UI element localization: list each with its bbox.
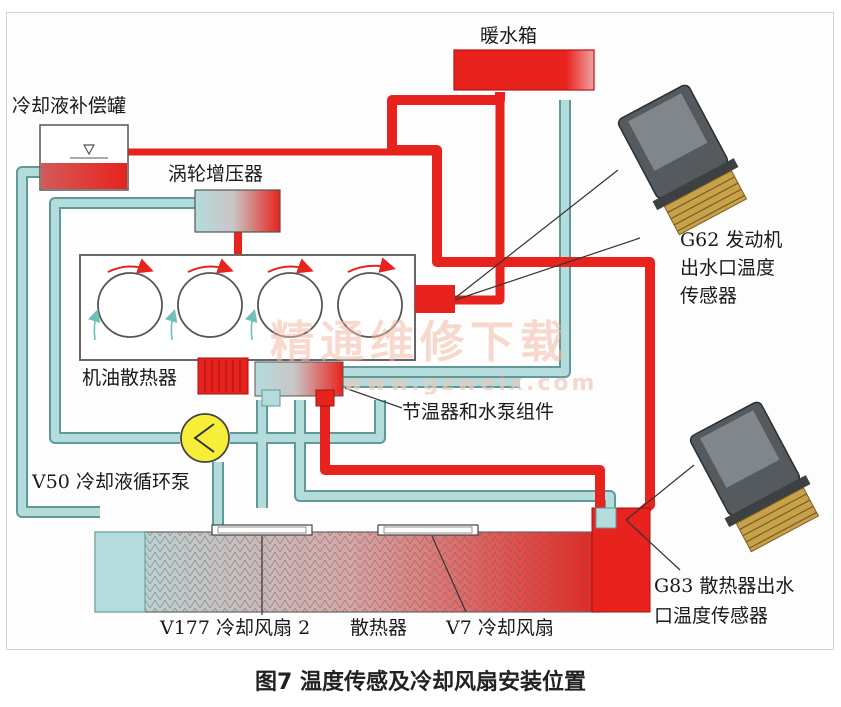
flow-arrows-cold xyxy=(88,308,258,341)
label-turbocharger: 涡轮增压器 xyxy=(168,163,263,185)
watermark-url: www.gzweix.com xyxy=(343,371,598,396)
v50-pump xyxy=(180,413,230,463)
label-g83-line2: 口温度传感器 xyxy=(654,605,768,627)
v7-fan xyxy=(377,524,479,536)
engine-block xyxy=(79,254,416,361)
leader-lines xyxy=(261,169,695,615)
thermostat-pump-unit xyxy=(254,361,344,407)
radiator xyxy=(94,507,651,613)
label-v177-fan: V177 冷却风扇 2 xyxy=(159,617,310,639)
label-v50-pump: V50 冷却液循环泵 xyxy=(31,471,190,493)
figure-caption: 图7 温度传感及冷却风扇安装位置 xyxy=(255,670,586,695)
label-g62-line1: G62 发动机 xyxy=(680,229,782,251)
coolant-outlet-housing xyxy=(415,285,455,313)
oil-cooler-fins xyxy=(204,360,241,392)
cold-pipes xyxy=(16,100,616,530)
label-oil-cooler: 机油散热器 xyxy=(82,367,177,389)
label-radiator: 散热器 xyxy=(350,617,407,639)
label-thermostat-pump: 节温器和水泵组件 xyxy=(402,401,554,423)
heater-core xyxy=(453,49,595,91)
g62-sensor xyxy=(617,84,748,236)
turbocharger xyxy=(194,189,281,233)
label-v7-fan: V7 冷却风扇 xyxy=(445,617,554,639)
expansion-tank xyxy=(39,124,129,191)
label-g62-line2: 出水口温度 xyxy=(680,257,775,279)
cylinder-1 xyxy=(97,272,163,338)
flow-arrows-hot xyxy=(107,257,396,274)
v177-fan xyxy=(211,524,313,536)
cylinder-3 xyxy=(257,272,323,338)
label-expansion-tank: 冷却液补偿罐 xyxy=(12,95,126,117)
watermark-title: 精通维修下载 xyxy=(270,317,570,368)
label-heater-core: 暖水箱 xyxy=(480,25,537,47)
label-g83-line1: G83 散热器出水 xyxy=(654,575,794,597)
cylinder-2 xyxy=(177,272,243,338)
label-g62-line3: 传感器 xyxy=(680,285,737,307)
hot-pipes xyxy=(100,92,655,520)
g83-sensor xyxy=(689,401,820,553)
cylinder-4 xyxy=(337,272,403,338)
